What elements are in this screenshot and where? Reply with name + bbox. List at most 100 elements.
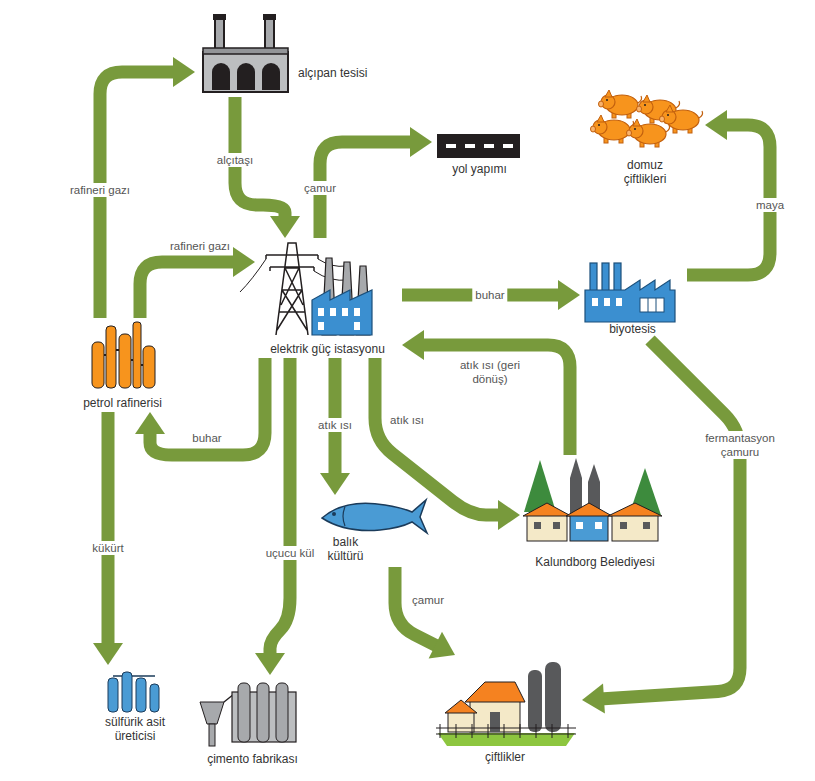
town-icon-part	[608, 503, 662, 516]
refinery-icon-part	[119, 334, 131, 388]
power-station-icon-part	[266, 243, 318, 335]
flow-arrow	[235, 97, 300, 238]
flow-arrow	[582, 340, 740, 714]
facility-label: yol yapımı	[432, 162, 527, 176]
biofacility-icon-part	[616, 298, 622, 306]
gypsum-plant-icon-part	[203, 52, 288, 92]
arrow-head	[320, 473, 350, 495]
facility-node: Kalundborg Belediyesi	[520, 455, 672, 573]
facility-node: sülfürik asit üreticisi	[95, 665, 177, 755]
gypsum-plant-icon-part	[213, 14, 226, 20]
biofacility-icon-part	[592, 298, 598, 306]
farm-icon-part	[528, 670, 542, 732]
road-icon	[437, 134, 520, 158]
farm-icon-part	[545, 662, 561, 732]
gypsum-plant-icon-part	[263, 14, 276, 20]
facility-node: petrol rafinerisi	[75, 318, 172, 412]
biofacility-icon-part	[614, 263, 621, 293]
road-icon-part	[465, 144, 475, 148]
power-station-icon-part	[318, 308, 324, 316]
farm-icon-part	[448, 712, 474, 732]
cement-plant-icon-part	[200, 702, 224, 724]
gypsum-plant-icon-part	[203, 48, 288, 54]
flow-arrow-line	[402, 289, 562, 302]
acid-plant-icon-part	[150, 684, 159, 712]
facility-label: çiftlikler	[430, 750, 580, 764]
flow-arrow	[402, 330, 570, 455]
pigs-icon-part	[599, 90, 642, 118]
flow-label: fermantasyon çamuru	[690, 431, 791, 459]
fish-icon	[322, 500, 427, 533]
facility-label: çimento fabrikası	[195, 752, 310, 766]
facility-label: petrol rafinerisi	[75, 396, 170, 410]
acid-plant-icon-part	[136, 678, 146, 712]
biofacility-icon-part	[648, 298, 656, 312]
arrow-head	[233, 247, 255, 277]
flow-label: atık ısı (geri dönüş)	[447, 358, 533, 386]
town-icon-part	[524, 460, 556, 512]
refinery-icon-part	[143, 346, 155, 388]
farm-icon-part	[445, 700, 477, 713]
town-icon-part	[595, 522, 602, 529]
arrow-head	[498, 500, 520, 530]
flow-label: buhar	[189, 431, 224, 445]
refinery-icon-part	[106, 326, 116, 388]
town-icon-part	[620, 522, 627, 529]
facility-node: çimento fabrikası	[195, 675, 312, 770]
flow-arrow-line	[150, 358, 265, 455]
refinery-icon	[92, 322, 155, 388]
fish-icon-part	[343, 507, 345, 526]
flow-label: kükürt	[89, 541, 126, 555]
biofacility-icon-part	[640, 298, 664, 312]
arrow-head	[582, 684, 605, 714]
farm-icon-part	[470, 700, 520, 732]
town-icon	[523, 458, 662, 541]
gypsum-plant-icon-part	[212, 63, 230, 90]
flow-arrow-line	[102, 412, 115, 647]
road-icon-part	[484, 144, 494, 148]
facility-node: domuz çiftlikleri	[585, 92, 705, 192]
biofacility-icon-part	[590, 263, 597, 293]
flow-label: rafineri gazı	[167, 239, 233, 253]
town-icon-part	[527, 515, 567, 541]
road-icon-part	[437, 134, 520, 158]
arrow-head	[410, 127, 432, 157]
town-icon-part	[523, 503, 571, 516]
town-icon-part	[534, 522, 541, 529]
flow-arrow	[687, 110, 770, 275]
town-icon-part	[566, 503, 612, 516]
farm-icon-part	[465, 682, 525, 702]
facility-label: alçıpan tesisi	[298, 66, 383, 80]
farm-icon-part	[436, 724, 576, 738]
pigs-icon-part	[660, 105, 703, 133]
town-icon-part	[553, 522, 560, 529]
refinery-icon-part	[104, 350, 143, 365]
cement-plant-icon-part	[238, 683, 250, 742]
facility-label: domuz çiftlikleri	[605, 158, 685, 186]
flow-arrow-line	[395, 567, 439, 647]
flow-arrow-line	[420, 345, 570, 455]
town-icon-part	[570, 458, 582, 478]
flow-label: atık ısı	[315, 418, 355, 432]
cement-plant-icon-part	[257, 683, 269, 742]
cement-plant-icon	[200, 683, 296, 746]
flow-arrow	[93, 412, 123, 665]
fish-icon-part	[322, 500, 427, 533]
flow-arrow	[140, 247, 255, 318]
acid-plant-icon-part	[122, 672, 132, 712]
biofacility-icon	[585, 263, 675, 322]
flow-arrow	[402, 280, 580, 310]
cement-plant-icon-part	[276, 683, 288, 742]
power-station-icon-part	[318, 322, 324, 330]
facility-label: Kalundborg Belediyesi	[520, 555, 670, 569]
refinery-icon-part	[133, 322, 141, 388]
facility-label: elektrik güç istasyonu	[255, 342, 400, 356]
flow-arrow	[395, 567, 455, 659]
farm-icon-part	[438, 733, 575, 746]
town-icon-part	[612, 515, 658, 541]
road-icon-part	[446, 144, 456, 148]
facility-node: çiftlikler	[430, 655, 582, 767]
pigs-icon-part	[627, 119, 670, 147]
